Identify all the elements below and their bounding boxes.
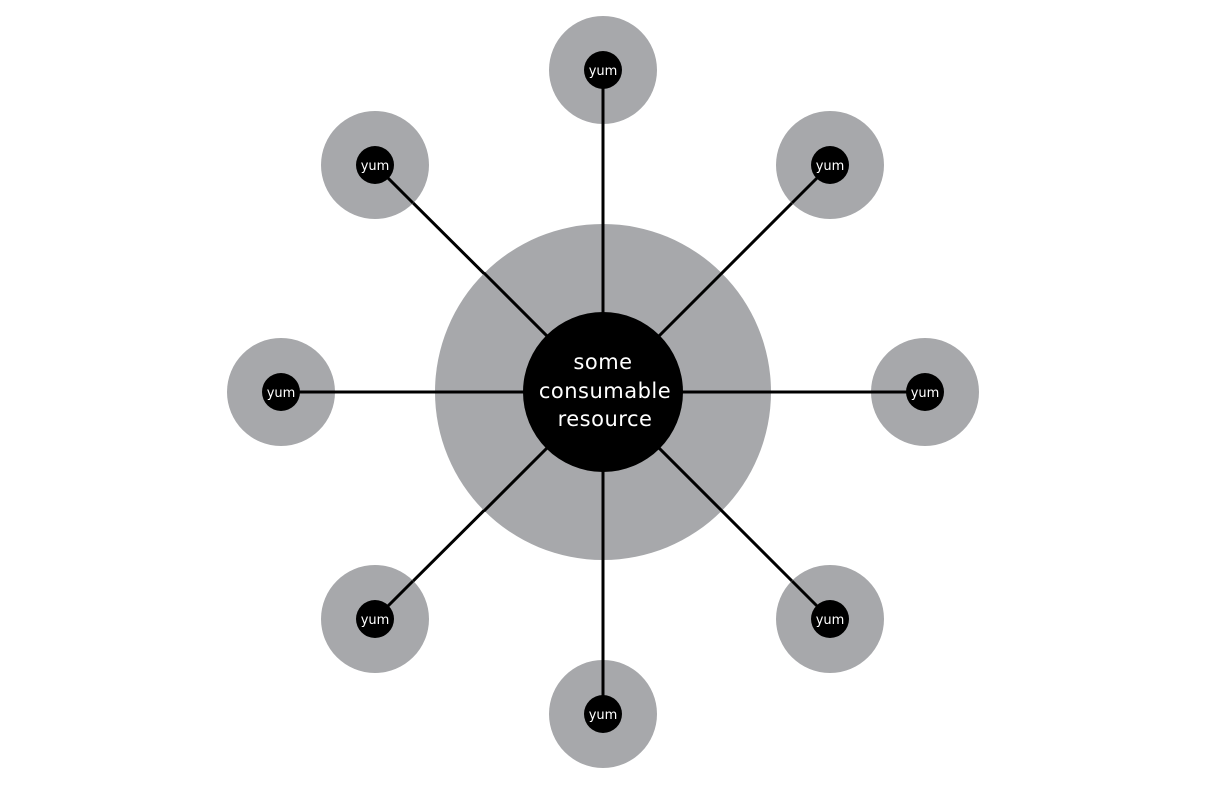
consumer-node-bottom-right: yum (776, 565, 884, 673)
consumer-node-top-right: yum (776, 111, 884, 219)
consumer-label: yum (816, 159, 845, 174)
consumer-node-top-left: yum (321, 111, 429, 219)
hub-label-line-2: consumable (539, 379, 671, 403)
consumer-core (811, 146, 849, 184)
consumer-node-top: yum (549, 16, 657, 124)
hub-core (523, 312, 683, 472)
consumer-core (584, 51, 622, 89)
consumer-core (906, 373, 944, 411)
consumer-node-bottom: yum (549, 660, 657, 768)
consumer-node-right: yum (871, 338, 979, 446)
consumer-label: yum (361, 159, 390, 174)
consumer-core (811, 600, 849, 638)
consumer-node-left: yum (227, 338, 335, 446)
consumer-label: yum (816, 613, 845, 628)
consumer-core (584, 695, 622, 733)
consumer-node-bottom-left: yum (321, 565, 429, 673)
consumer-label: yum (589, 708, 618, 723)
consumer-label: yum (589, 64, 618, 79)
consumer-core (356, 146, 394, 184)
hub-label-line-1: some (573, 350, 632, 374)
consumer-label: yum (267, 386, 296, 401)
hub-label-line-3: resource (558, 407, 653, 431)
consumer-core (262, 373, 300, 411)
consumer-core (356, 600, 394, 638)
consumer-label: yum (911, 386, 940, 401)
consumer-label: yum (361, 613, 390, 628)
